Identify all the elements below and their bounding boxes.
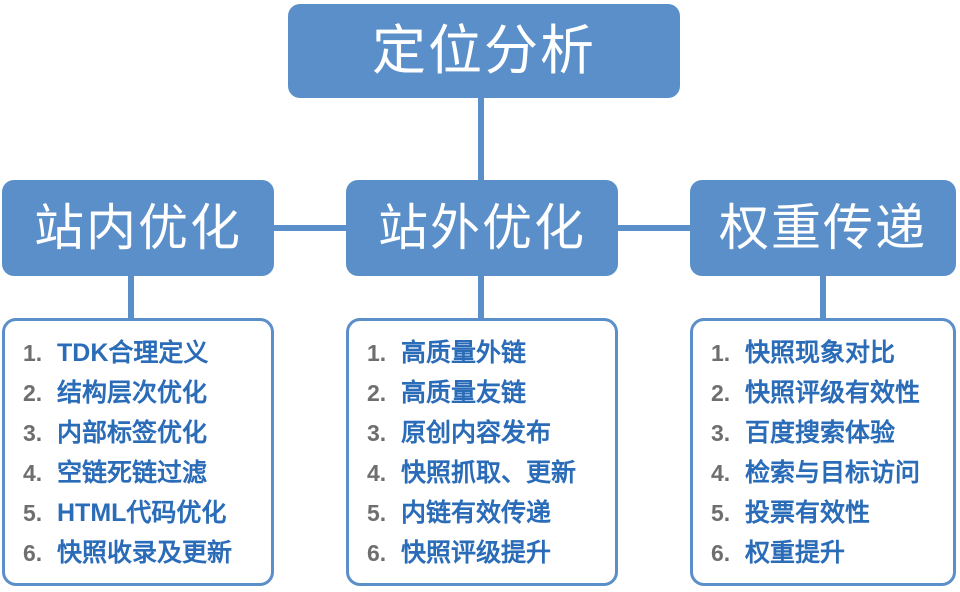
list-item-number: 3. <box>367 420 387 446</box>
list-item[interactable]: 5. 投票有效性 <box>711 493 953 533</box>
list-item-label: 快照抓取、更新 <box>401 459 577 487</box>
list-item[interactable]: 5. 内链有效传递 <box>367 493 615 533</box>
connector-root-to-offsite <box>478 92 484 182</box>
list-item-label: 快照评级提升 <box>401 539 552 567</box>
node-onsite[interactable]: 站内优化 <box>2 180 274 276</box>
list-item[interactable]: 2. 快照评级有效性 <box>711 373 953 413</box>
list-item-number: 4. <box>23 460 43 486</box>
list-item[interactable]: 6. 权重提升 <box>711 533 953 573</box>
list-item-number: 2. <box>711 380 731 406</box>
list-item[interactable]: 6. 快照收录及更新 <box>23 533 271 573</box>
list-item[interactable]: 2. 结构层次优化 <box>23 373 271 413</box>
list-box-offsite: 1. 高质量外链 2. 高质量友链 3. 原创内容发布 4. 快照抓取、更新 5. 内链有效传递 6… <box>346 318 618 586</box>
node-weight[interactable]: 权重传递 <box>690 180 956 276</box>
list-item-label: 空链死链过滤 <box>57 459 208 487</box>
list-item[interactable]: 6. 快照评级提升 <box>367 533 615 573</box>
list-item-number: 3. <box>711 420 731 446</box>
list-items-offsite: 1. 高质量外链 2. 高质量友链 3. 原创内容发布 4. 快照抓取、更新 5. 内链有效传递 6… <box>349 333 615 573</box>
list-items-onsite: 1. TDK合理定义 2. 结构层次优化 3. 内部标签优化 4. 空链死链过滤 5. HTML代… <box>5 333 271 573</box>
list-items-weight: 1. 快照现象对比 2. 快照评级有效性 3. 百度搜索体验 4. 检索与目标访问 5. 投票有效… <box>693 333 953 573</box>
list-item[interactable]: 4. 空链死链过滤 <box>23 453 271 493</box>
list-box-onsite: 1. TDK合理定义 2. 结构层次优化 3. 内部标签优化 4. 空链死链过滤 5. HTML代… <box>2 318 274 586</box>
list-item-label: 快照评级有效性 <box>745 379 921 407</box>
list-item[interactable]: 3. 百度搜索体验 <box>711 413 953 453</box>
list-item-label: 内链有效传递 <box>401 499 552 527</box>
connector-weight-to-list <box>820 272 826 322</box>
list-item-label: 投票有效性 <box>745 499 871 527</box>
list-item[interactable]: 1. 快照现象对比 <box>711 333 953 373</box>
list-box-weight: 1. 快照现象对比 2. 快照评级有效性 3. 百度搜索体验 4. 检索与目标访问 5. 投票有效… <box>690 318 956 586</box>
list-item-number: 5. <box>23 500 43 526</box>
list-item[interactable]: 3. 原创内容发布 <box>367 413 615 453</box>
connector-offsite-to-list <box>478 272 484 322</box>
list-item-number: 4. <box>367 460 387 486</box>
list-item[interactable]: 1. 高质量外链 <box>367 333 615 373</box>
list-item-number: 6. <box>711 540 731 566</box>
connector-onsite-to-list <box>128 272 134 322</box>
list-item-label: 结构层次优化 <box>57 379 208 407</box>
connector-offsite-to-weight <box>614 225 694 231</box>
list-item-label: HTML代码优化 <box>57 499 227 527</box>
node-onsite-label: 站内优化 <box>34 200 242 256</box>
list-item-number: 3. <box>23 420 43 446</box>
list-item-label: 内部标签优化 <box>57 419 208 447</box>
list-item-label: 原创内容发布 <box>401 419 552 447</box>
list-item[interactable]: 4. 检索与目标访问 <box>711 453 953 493</box>
list-item-label: 快照现象对比 <box>745 339 896 367</box>
list-item-label: 高质量友链 <box>401 379 527 407</box>
connector-offsite-to-onsite <box>270 225 350 231</box>
node-root-label: 定位分析 <box>372 21 596 81</box>
list-item-number: 5. <box>711 500 731 526</box>
list-item-label: 高质量外链 <box>401 339 527 367</box>
list-item[interactable]: 4. 快照抓取、更新 <box>367 453 615 493</box>
list-item-number: 6. <box>367 540 387 566</box>
list-item-number: 1. <box>711 340 731 366</box>
list-item-number: 5. <box>367 500 387 526</box>
node-offsite-label: 站外优化 <box>378 200 586 256</box>
list-item-label: 检索与目标访问 <box>745 459 921 487</box>
list-item-number: 1. <box>367 340 387 366</box>
list-item[interactable]: 3. 内部标签优化 <box>23 413 271 453</box>
node-weight-label: 权重传递 <box>719 200 927 256</box>
list-item-label: TDK合理定义 <box>57 339 209 367</box>
list-item-number: 2. <box>367 380 387 406</box>
list-item-number: 4. <box>711 460 731 486</box>
node-offsite[interactable]: 站外优化 <box>346 180 618 276</box>
list-item-label: 快照收录及更新 <box>57 539 233 567</box>
list-item-label: 权重提升 <box>745 539 846 567</box>
list-item-number: 1. <box>23 340 43 366</box>
list-item-label: 百度搜索体验 <box>745 419 896 447</box>
list-item-number: 2. <box>23 380 43 406</box>
list-item-number: 6. <box>23 540 43 566</box>
node-root[interactable]: 定位分析 <box>288 4 680 98</box>
list-item[interactable]: 1. TDK合理定义 <box>23 333 271 373</box>
list-item[interactable]: 5. HTML代码优化 <box>23 493 271 533</box>
list-item[interactable]: 2. 高质量友链 <box>367 373 615 413</box>
